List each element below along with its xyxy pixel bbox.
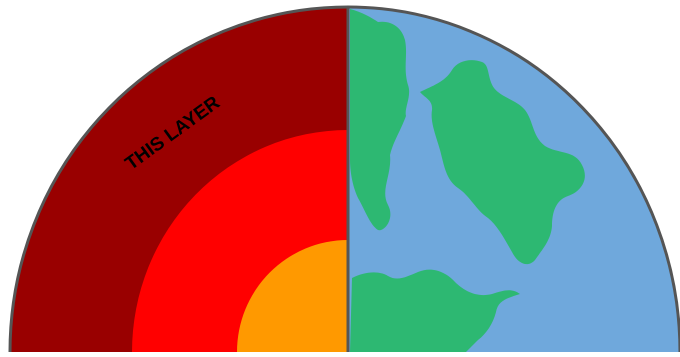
core-layer — [237, 240, 348, 352]
continent-shape — [350, 269, 520, 352]
continent-shape — [350, 9, 410, 231]
continent-shape — [420, 60, 585, 265]
